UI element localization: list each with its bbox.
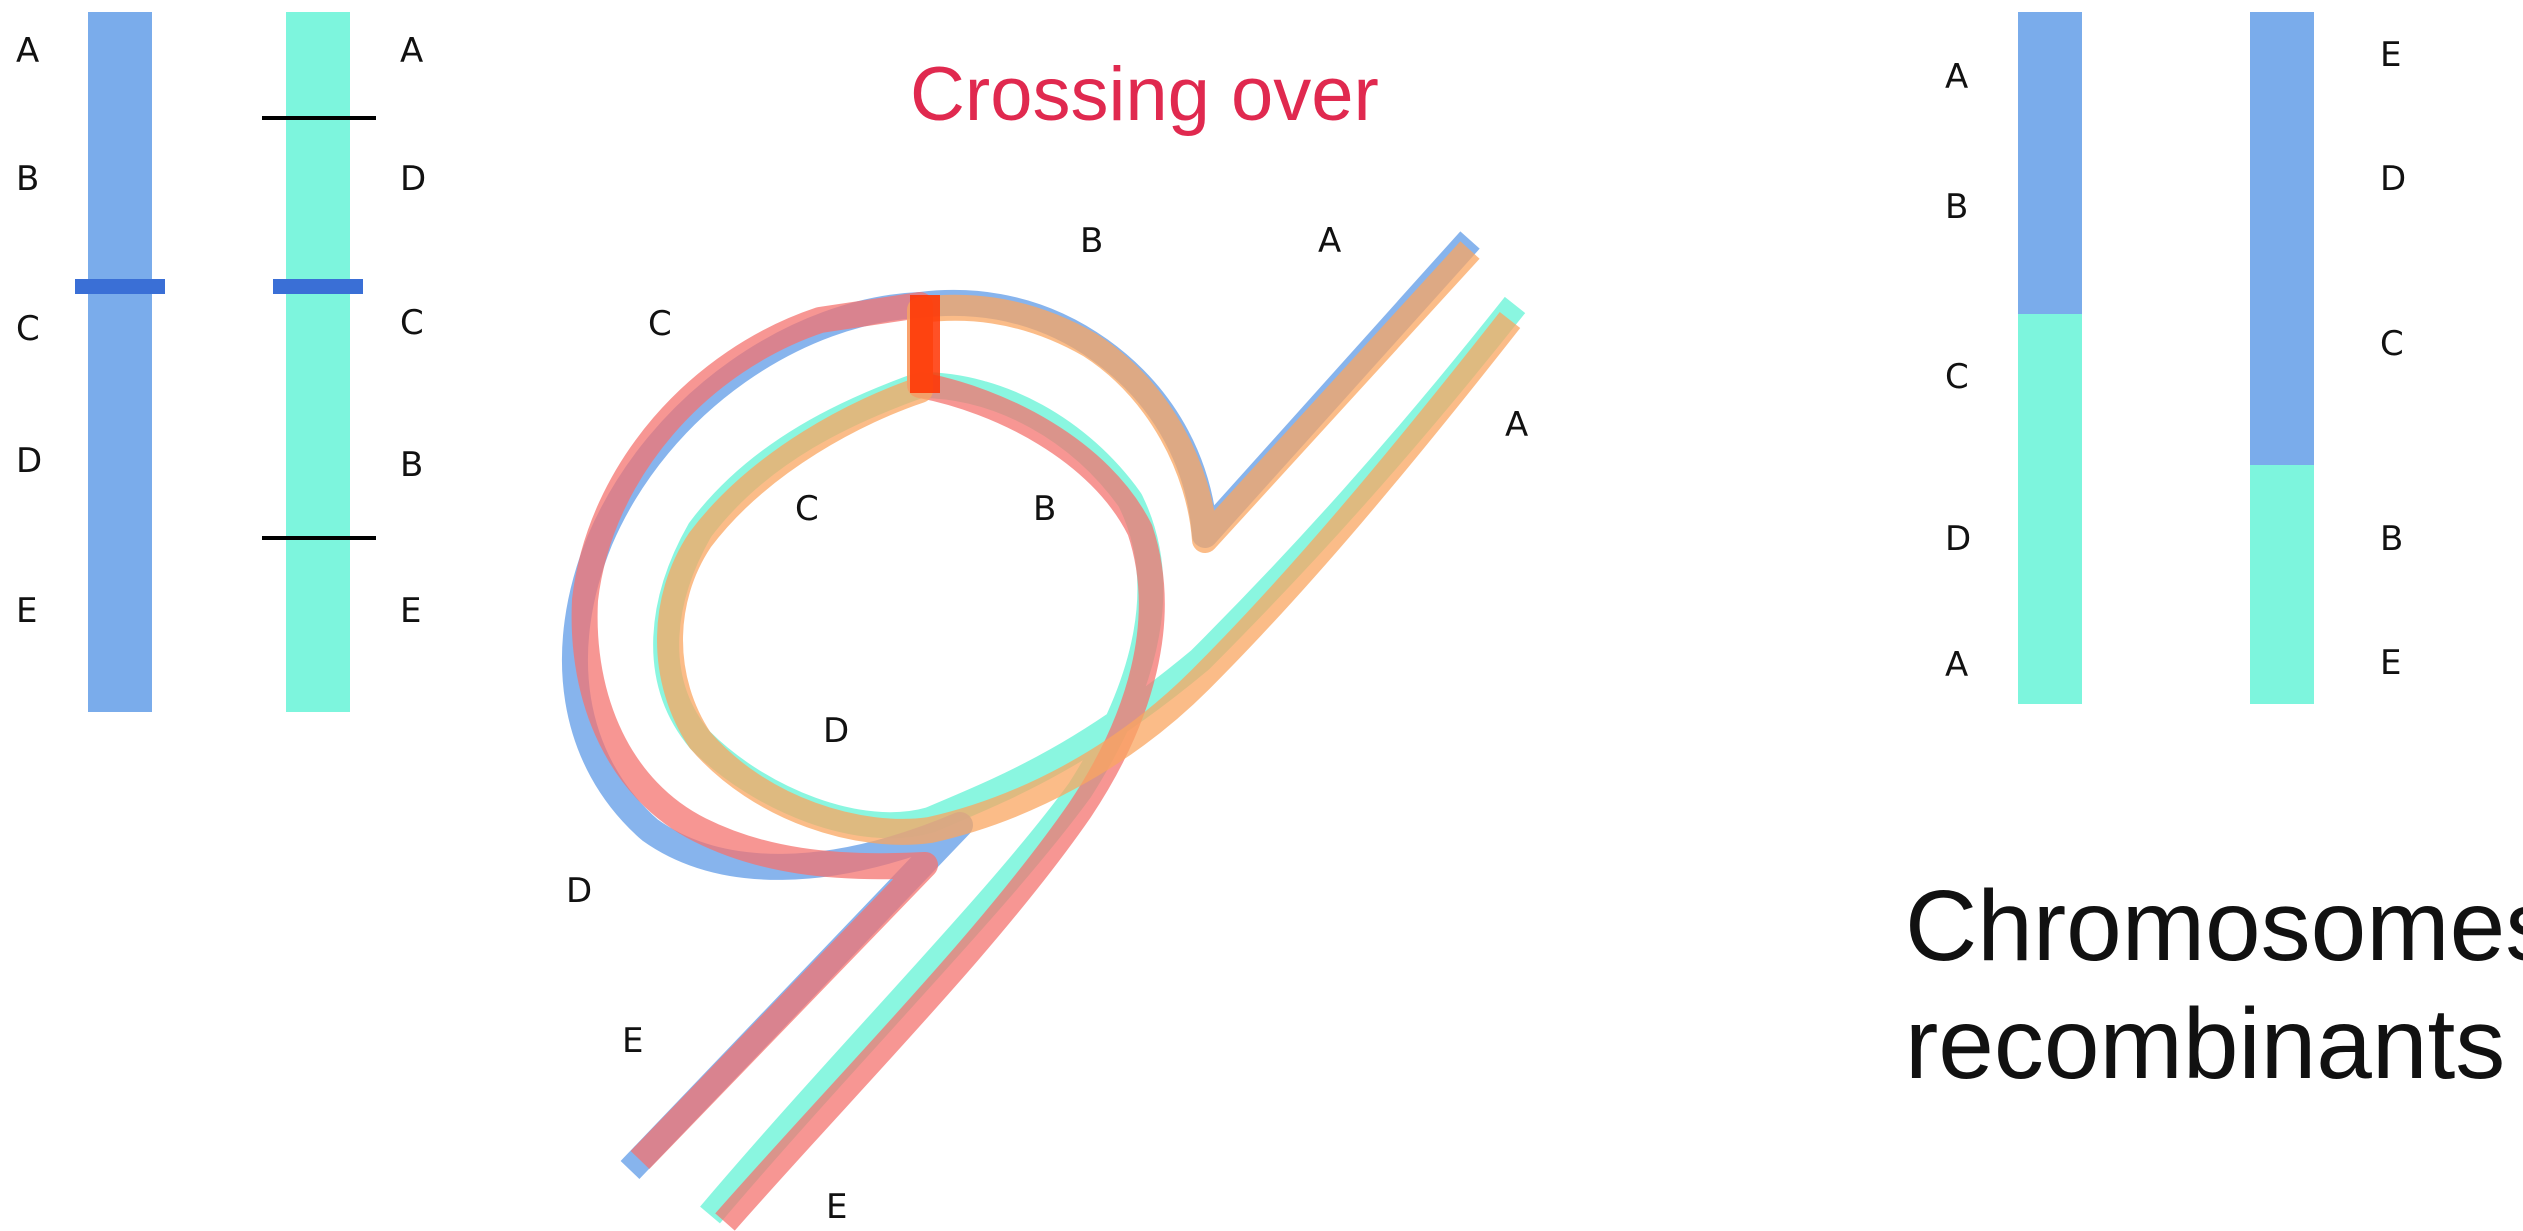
- left-chr2-label-1: A: [400, 31, 423, 71]
- loop-label-d-outer: D: [566, 871, 592, 911]
- center-panel: Crossing over C B A A D E E C B D: [561, 52, 1528, 1231]
- loop-label-b-outer: B: [1080, 221, 1103, 261]
- left-chr1-label-1: A: [16, 31, 39, 71]
- left-chr1-label-5: E: [16, 591, 37, 631]
- recombinant-2-label-2: D: [2380, 159, 2406, 199]
- recombinant-2-label-4: B: [2380, 519, 2403, 559]
- pairing-loop: [561, 231, 1526, 1231]
- left-chr1-label-3: C: [16, 309, 40, 349]
- right-panel: A B C D A E D C B E Chromosomes recombin…: [1905, 12, 2523, 1100]
- recombinant-1-label-4: D: [1945, 519, 1971, 559]
- recombinant-caption-line-1: Chromosomes: [1905, 870, 2523, 982]
- loop-label-c-inner: C: [795, 489, 819, 529]
- recombinant-1-label-2: B: [1945, 187, 1968, 227]
- crossing-over-title: Crossing over: [910, 52, 1379, 137]
- recombinant-2-blue-segment: [2250, 12, 2314, 465]
- recombinant-2-turquoise-segment: [2250, 465, 2314, 704]
- recombinant-caption-line-2: recombinants: [1905, 988, 2505, 1100]
- loop-label-a-blue-tail: A: [1318, 221, 1341, 261]
- left-panel: A B C D E A D C B E: [16, 12, 426, 712]
- recombinant-2-label-3: C: [2380, 324, 2404, 364]
- left-chromosome-2-centromere: [273, 279, 363, 294]
- crossover-point: [910, 295, 940, 393]
- loop-label-e-blue-tail: E: [622, 1021, 643, 1061]
- orange-recombinant-strand: [657, 241, 1521, 845]
- recombinant-1-label-1: A: [1945, 57, 1968, 97]
- loop-label-a-turquoise-tail: A: [1505, 405, 1528, 445]
- loop-label-d-inner: D: [823, 711, 849, 751]
- loop-label-b-inner: B: [1033, 489, 1056, 529]
- left-chromosome-2: [286, 12, 350, 712]
- left-chr2-label-3: C: [400, 303, 424, 343]
- recombinant-1-label-3: C: [1945, 357, 1969, 397]
- loop-label-e-turquoise-tail: E: [826, 1187, 847, 1227]
- loop-label-c-outer: C: [648, 304, 672, 344]
- recombinant-2-label-1: E: [2380, 35, 2401, 75]
- left-chr1-label-4: D: [16, 441, 42, 481]
- left-chr2-label-5: E: [400, 591, 421, 631]
- left-chromosome-1-centromere: [75, 279, 165, 294]
- recombinant-1-label-5: A: [1945, 645, 1968, 685]
- recombinant-2-label-5: E: [2380, 643, 2401, 683]
- left-chr2-label-4: B: [400, 445, 423, 485]
- left-chromosome-1: [88, 12, 152, 712]
- left-chr1-label-2: B: [16, 159, 39, 199]
- left-chr2-label-2: D: [400, 159, 426, 199]
- recombinant-1-blue-segment: [2018, 12, 2082, 314]
- recombinant-1-turquoise-segment: [2018, 314, 2082, 704]
